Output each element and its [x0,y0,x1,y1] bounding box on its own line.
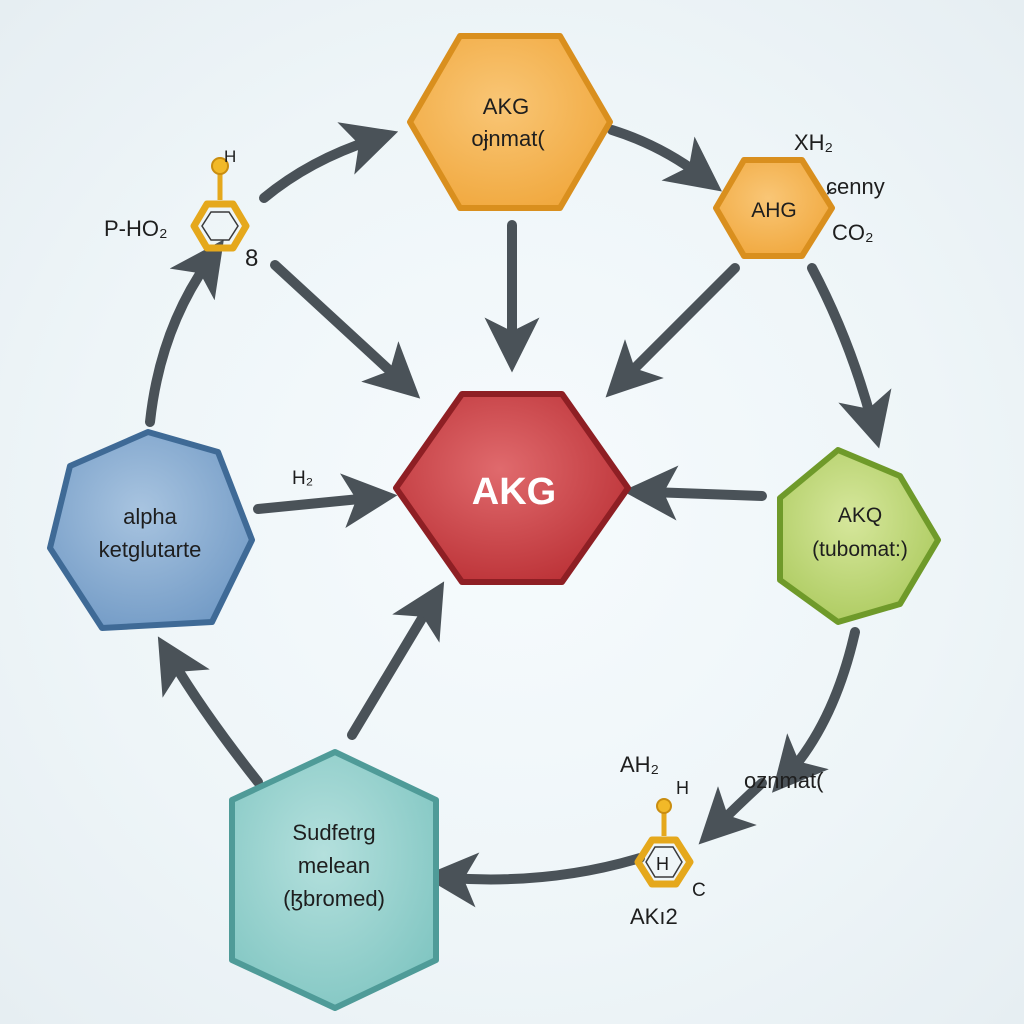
node-top[interactable]: AKG oɉnmat( [407,33,613,211]
molecule-top-left-atom [211,157,229,175]
label-h2: H₂ [292,468,313,489]
molecule-top-left: H P-HO₂ 8 [104,147,258,272]
molecule-bottom-right: AH₂ H H C AKı2 [620,752,706,929]
arrows [145,122,892,908]
label-eight: 8 [245,245,258,272]
right-hexagon [777,447,941,625]
label-h-ring: H [656,854,669,874]
bottom-label-line2: melean [298,853,370,878]
arrow-molecule-to-top [259,122,399,203]
bottom-hexagon [229,749,439,1011]
label-xh2: XH₂ [794,130,833,155]
left-hexagon [47,429,255,631]
top-right-hexagon [713,157,835,259]
node-top-right[interactable]: AHG [713,157,835,259]
bottom-label-line3: (ɮbromed) [283,886,385,911]
arrow-bottom-to-center [347,581,445,740]
right-label-line2: (tubomat:) [812,538,908,561]
label-h-top: H [224,147,236,166]
arrow-topright-to-right [807,263,892,449]
label-oznmat: oznmat( [744,768,824,793]
left-label-line1: alpha [123,504,178,529]
label-ak12: AKı2 [630,904,678,929]
arrow-topright-to-center [605,263,740,398]
label-enny: ɕenny [826,174,885,199]
center-hexagon [393,391,631,585]
top-hexagon [407,33,613,211]
arrow-left-up [145,239,224,427]
arrow-right-down [772,627,860,793]
label-c: C [692,880,706,901]
label-co2: CO₂ [832,220,874,245]
arrow-top-to-topright [607,125,723,192]
top-label-line2: oɉnmat( [471,126,545,151]
right-label-line1: AKQ [838,504,882,527]
arrow-ring-to-bottom [422,852,645,908]
label-p-ho2: P-HO₂ [104,216,168,241]
node-bottom[interactable]: Sudfetrg melean (ɮbromed) [229,749,439,1011]
center-label: AKG [472,471,556,513]
arrow-molecule-to-center [270,260,421,399]
label-ah2: AH₂ [620,752,659,777]
arrow-left-to-center [253,473,398,529]
arrow-bottom-to-left [157,636,263,787]
top-right-label: AHG [751,199,797,222]
top-label-line1: AKG [483,94,529,119]
left-label-line2: ketglutarte [99,537,202,562]
node-right[interactable]: AKQ (tubomat:) [777,447,941,625]
molecule-top-left-ring [190,200,250,252]
node-left[interactable]: alpha ketglutarte [47,429,255,631]
molecule-bottom-right-ring [634,836,694,888]
bottom-label-line1: Sudfetrg [292,820,375,845]
label-h-small: H [676,778,689,798]
arrow-oznmat-to-ring [698,778,767,845]
node-center[interactable]: AKG [393,391,631,585]
arrow-right-to-center [622,465,767,521]
molecule-bottom-right-atom [656,798,672,814]
